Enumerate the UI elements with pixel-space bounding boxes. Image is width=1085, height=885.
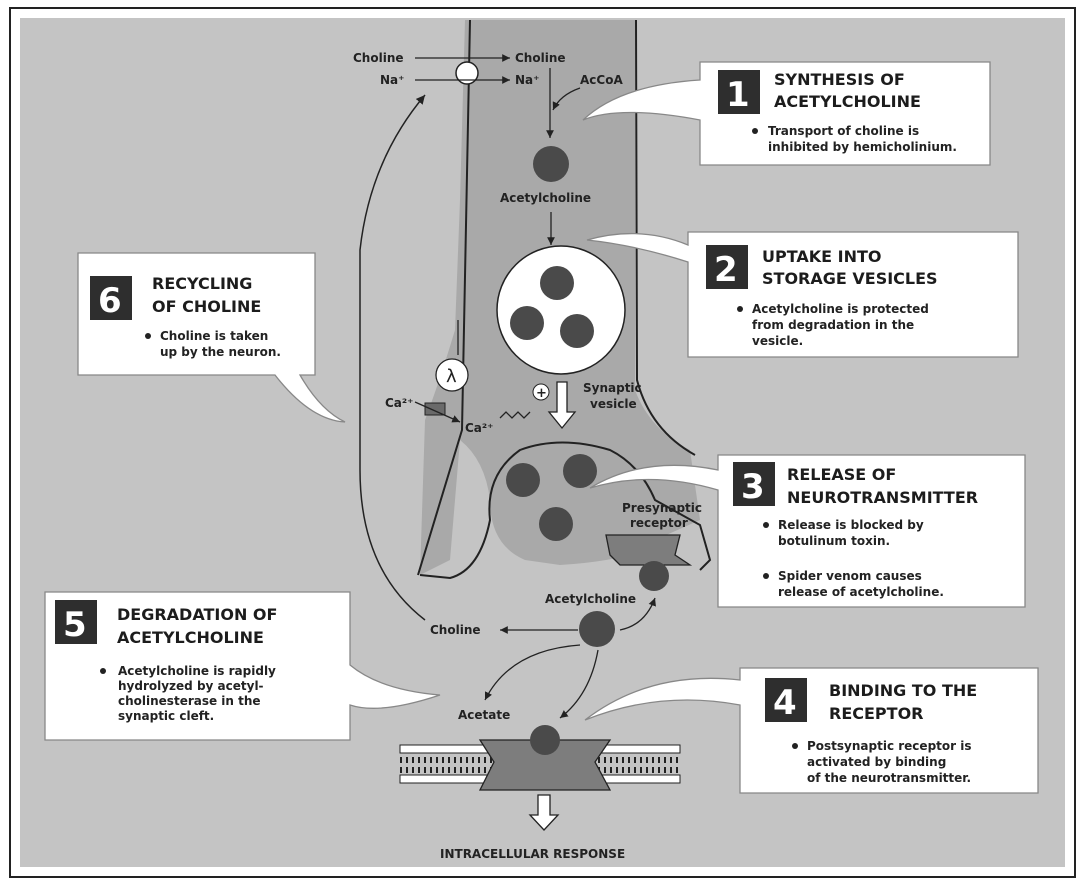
- step-6-bullet-1: [145, 333, 151, 339]
- step-4-number: 4: [773, 683, 797, 723]
- synaptic-vesicle-label-2: vesicle: [590, 397, 637, 411]
- step-1-body-line-2: inhibited by hemicholinium.: [768, 140, 957, 154]
- step-3-body2-line-1: Spider venom causes: [778, 569, 922, 583]
- step-4-body-line-1: Postsynaptic receptor is: [807, 739, 971, 753]
- step-1-title-line-1: SYNTHESIS OF: [774, 70, 905, 89]
- step-4-body-line-3: of the neurotransmitter.: [807, 771, 971, 785]
- step-2-body-line-1: Acetylcholine is protected: [752, 302, 929, 316]
- step-5-body-line-2: hydrolyzed by acetyl-: [118, 679, 264, 693]
- sodium-inside-label: Na⁺: [515, 73, 539, 87]
- step-5-body-line-3: cholinesterase in the: [118, 694, 261, 708]
- step-6-title-line-1: RECYCLING: [152, 274, 252, 293]
- step-5-title-line-2: ACETYLCHOLINE: [117, 628, 264, 647]
- choline-cleft-label: Choline: [430, 623, 481, 637]
- step-4-title-line-2: RECEPTOR: [829, 704, 923, 723]
- step-5-body-line-4: synaptic cleft.: [118, 709, 214, 723]
- presynaptic-receptor-label-2: receptor: [630, 516, 688, 530]
- choline-outside-label: Choline: [353, 51, 404, 65]
- step-3-body2-line-2: release of acetylcholine.: [778, 585, 944, 599]
- release-ach-2: [563, 454, 597, 488]
- step-6-number: 6: [98, 281, 122, 321]
- step-4-title-line-1: BINDING TO THE: [829, 681, 977, 700]
- step-5-body-line-1: Acetylcholine is rapidly: [118, 664, 276, 678]
- step-2-title-line-1: UPTAKE INTO: [762, 247, 882, 266]
- ach-bound-presynaptic: [639, 561, 669, 591]
- step-1-bullet-1: [752, 128, 758, 134]
- acetylcholine-cleft-label: Acetylcholine: [545, 592, 636, 606]
- sodium-outside-label: Na⁺: [380, 73, 404, 87]
- calcium-inside-label: Ca²⁺: [465, 421, 494, 435]
- vesicle-ach-2: [510, 306, 544, 340]
- acetate-label: Acetate: [458, 708, 510, 722]
- calcium-channel: [425, 403, 445, 415]
- intracellular-response-label: INTRACELLULAR RESPONSE: [440, 847, 625, 861]
- acetylcholine-top-label: Acetylcholine: [500, 191, 591, 205]
- step-1-body-line-1: Transport of choline is: [768, 124, 919, 138]
- presynaptic-receptor-label-1: Presynaptic: [622, 501, 702, 515]
- step-2-bullet-1: [737, 306, 743, 312]
- choline-transporter: [456, 62, 478, 84]
- release-ach-1: [506, 463, 540, 497]
- step-4-bullet-1: [792, 743, 798, 749]
- step-5-title-line-1: DEGRADATION OF: [117, 605, 277, 624]
- step-3-body-line-1: Release is blocked by: [778, 518, 924, 532]
- action-potential-symbol: λ: [446, 366, 457, 387]
- release-ach-3: [539, 507, 573, 541]
- step-3-number: 3: [741, 467, 765, 507]
- step-5-number: 5: [63, 605, 87, 645]
- step-2-body-line-3: vesicle.: [752, 334, 803, 348]
- plus-symbol: +: [536, 386, 547, 401]
- step-3-title-line-1: RELEASE OF: [787, 465, 896, 484]
- step-1-title-line-2: ACETYLCHOLINE: [774, 92, 921, 111]
- step-3-title-line-2: NEUROTRANSMITTER: [787, 488, 978, 507]
- acetylcholine-molecule-cytoplasm: [533, 146, 569, 182]
- step-6-title-line-2: OF CHOLINE: [152, 297, 261, 316]
- vesicle-ach-3: [560, 314, 594, 348]
- step-2-title-line-2: STORAGE VESICLES: [762, 269, 938, 288]
- ach-bound-postsynaptic: [530, 725, 560, 755]
- acetyl-coa-label: AcCoA: [580, 73, 623, 87]
- synaptic-vesicle-label-1: Synaptic: [583, 381, 642, 395]
- step-3-bullet-2: [763, 573, 769, 579]
- vesicle-ach-1: [540, 266, 574, 300]
- step-3-body-line-2: botulinum toxin.: [778, 534, 890, 548]
- step-6-body-line-2: up by the neuron.: [160, 345, 281, 359]
- step-2-body-line-2: from degradation in the: [752, 318, 914, 332]
- acetylcholine-cleft-molecule: [579, 611, 615, 647]
- step-2-number: 2: [714, 250, 738, 290]
- calcium-outside-label: Ca²⁺: [385, 396, 414, 410]
- step-4-body-line-2: activated by binding: [807, 755, 946, 769]
- step-3-bullet-1: [763, 522, 769, 528]
- step-5-bullet-1: [100, 668, 106, 674]
- step-1-number: 1: [726, 75, 750, 115]
- choline-inside-label: Choline: [515, 51, 566, 65]
- step-6-body-line-1: Choline is taken: [160, 329, 268, 343]
